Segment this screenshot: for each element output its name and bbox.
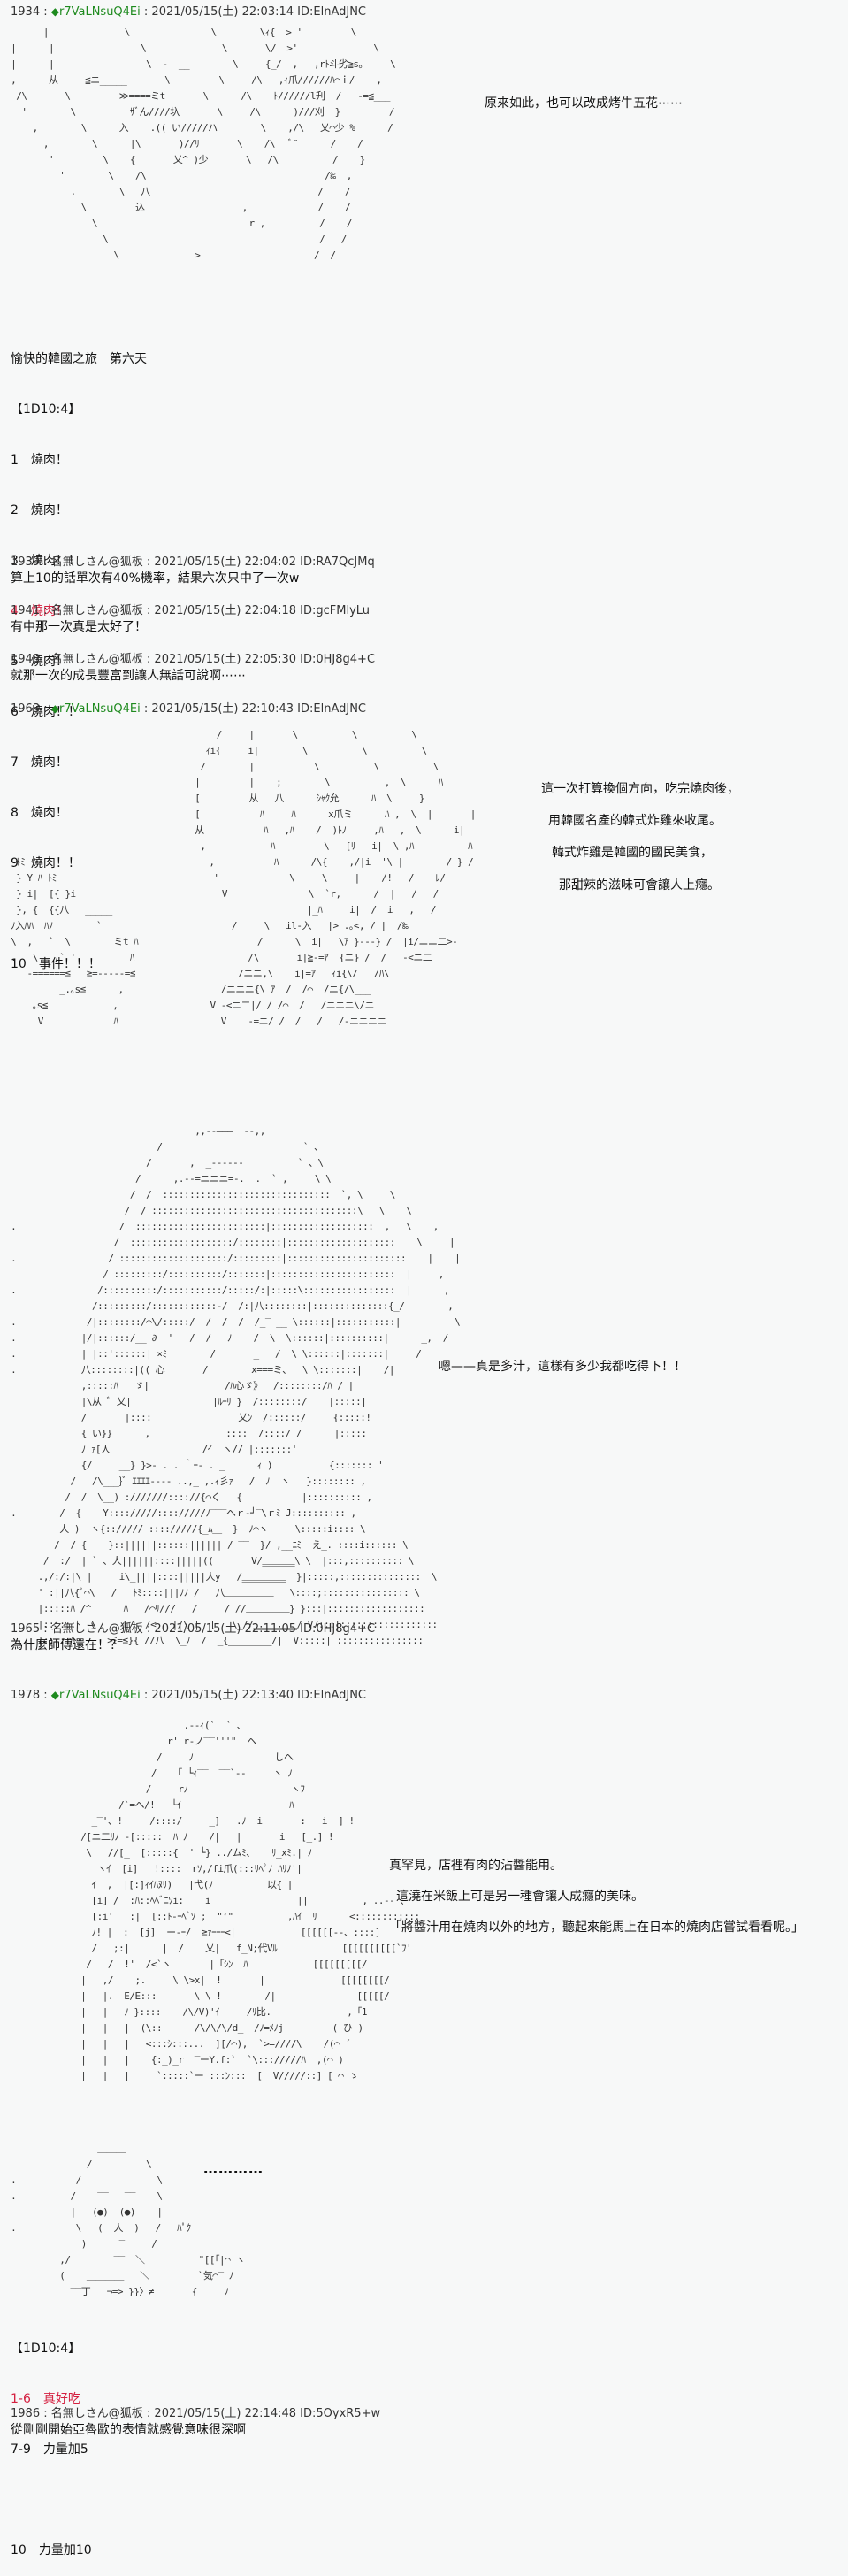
option-8: 8 燒肉！ — [11, 806, 68, 820]
post-number[interactable]: 1934 — [11, 5, 41, 19]
trip-diamond-icon: ◆ — [50, 5, 59, 18]
option-1: 1 燒肉！ — [11, 453, 68, 467]
poster-name: 名無しさん@狐板 — [50, 604, 143, 617]
trip-code: r7VaLNsuQ4Ei — [58, 702, 141, 716]
post-header-1934: 1934 : ◆r7VaLNsuQ4Ei : 2021/05/15(土) 22:… — [11, 5, 366, 19]
post-body-1941: 有中那一次真是太好了！ — [11, 620, 147, 634]
post-header-1963: 1963 : ◆r7VaLNsuQ4Ei : 2021/05/15(土) 22:… — [11, 702, 366, 716]
poster-name: 名無しさん@狐板 — [50, 2407, 143, 2420]
ellipsis-text: ………… — [203, 2160, 264, 2177]
story-title: 愉快的韓國之旅 第六天 — [11, 352, 147, 366]
post-header-1948: 1948 : 名無しさん@狐板 : 2021/05/15(土) 22:05:30… — [11, 653, 376, 666]
poster-name: 名無しさん@狐板 — [50, 653, 143, 666]
dice-roll: 【1D10:4】 — [11, 2342, 81, 2356]
post-datetime: 2021/05/15(土) 22:11:05 — [154, 1622, 297, 1636]
poster-name: 名無しさん@狐板 — [50, 1622, 143, 1636]
dialogue-line: 真罕見，店裡有肉的沾醬能用。 — [389, 1859, 562, 1873]
post-number[interactable]: 1986 — [11, 2407, 41, 2420]
option-6: 6 燒肉！！ — [11, 705, 80, 719]
dialogue-line: 用韓國名產的韓式炸雞來收尾。 — [548, 814, 722, 828]
option-4-selected: 4 燒肉！ — [11, 604, 68, 618]
trip-diamond-icon: ◆ — [50, 1689, 59, 1701]
option-5: 5 燒肉！ — [11, 655, 68, 669]
ascii-art-3: ,,--――― --,, / ` 、 / , _------ ` 、\ / ,.… — [11, 1125, 461, 1646]
option-9: 9 燒肉！！ — [11, 856, 80, 870]
post-body-1965: 為什麼師傅還在！？ — [11, 1638, 122, 1652]
post-id[interactable]: ID:ElnAdJNC — [297, 5, 366, 19]
post-body-1986: 從剛剛開始亞魯歐的表情就感覺意味很深啊 — [11, 2423, 246, 2437]
poster-name: 名無しさん@狐板 — [50, 556, 143, 569]
post-datetime: 2021/05/15(土) 22:10:43 — [151, 702, 294, 716]
dialogue-line: 這澆在米飯上可是另一種會讓人成癮的美味。 — [396, 1890, 644, 1904]
post-id[interactable]: ID:ElnAdJNC — [297, 1689, 366, 1702]
ascii-art-4: .--ｨ(` ` 、 r' r-ノ‾‾'''" ヘ / ﾉ しヘ / 「 └ｨ‾… — [80, 1720, 420, 2082]
post-header-1939: 1939 : 名無しさん@狐板 : 2021/05/15(土) 22:04:02… — [11, 556, 375, 569]
post-id[interactable]: ID:0HJ8g4+C — [300, 653, 376, 666]
dialogue-line: 「將醬汁用在燒肉以外的地方，聽起來能馬上在日本的燒肉店嘗試看看呢。」 — [389, 1920, 804, 1935]
post-number[interactable]: 1948 — [11, 653, 41, 666]
dialogue-line: 韓式炸雞是韓國的國民美食， — [552, 846, 713, 860]
post-id[interactable]: ID:0HJ8g4+C — [300, 1622, 376, 1636]
post-header-1986: 1986 : 名無しさん@狐板 : 2021/05/15(土) 22:14:48… — [11, 2407, 381, 2420]
post-number[interactable]: 1939 — [11, 556, 41, 569]
trip-diamond-icon: ◆ — [50, 702, 59, 715]
option-10: 10 力量加10 — [11, 2543, 92, 2557]
option-7: 7 燒肉！ — [11, 755, 68, 770]
post-id[interactable]: ID:5OyxR5+w — [300, 2407, 381, 2420]
dice-roll: 【1D10:4】 — [11, 402, 81, 417]
post-id[interactable]: ID:ElnAdJNC — [297, 702, 366, 716]
post-datetime: 2021/05/15(土) 22:04:02 — [154, 556, 297, 569]
option-10: 10 事件！！！ — [11, 957, 101, 971]
post-body-1939: 算上10的話單次有40%機率，結果六次只中了一次w — [11, 571, 300, 586]
post-body-1978: 【1D10:4】 1-6 真好吃 7-9 力量加5 10 力量加10 — [11, 2307, 92, 2576]
post-number[interactable]: 1965 — [11, 1622, 41, 1636]
post-datetime: 2021/05/15(土) 22:14:48 — [154, 2407, 297, 2420]
post-id[interactable]: ID:RA7QcJMq — [300, 556, 375, 569]
trip-code: r7VaLNsuQ4Ei — [58, 5, 141, 19]
post-datetime: 2021/05/15(土) 22:03:14 — [151, 5, 294, 19]
option-3: 3 燒肉！！ — [11, 554, 80, 568]
dialogue-line: 原來如此，也可以改成烤牛五花⋯⋯ — [485, 96, 683, 111]
trip-code: r7VaLNsuQ4Ei — [58, 1689, 141, 1702]
option-7-9: 7-9 力量加5 — [11, 2442, 88, 2457]
post-number[interactable]: 1941 — [11, 604, 41, 617]
post-datetime: 2021/05/15(土) 22:13:40 — [151, 1689, 294, 1702]
dialogue-line: 嗯——真是多汁，這樣有多少我都吃得下！！ — [439, 1360, 686, 1374]
post-header-1965: 1965 : 名無しさん@狐板 : 2021/05/15(土) 22:11:05… — [11, 1622, 376, 1636]
option-2: 2 燒肉！ — [11, 503, 68, 518]
post-header-1941: 1941 : 名無しさん@狐板 : 2021/05/15(土) 22:04:18… — [11, 604, 371, 617]
dialogue-line: 那甜辣的滋味可會讓人上癮。 — [559, 878, 720, 893]
post-id[interactable]: ID:gcFMlyLu — [300, 604, 371, 617]
ascii-art-5: ＿＿＿ / \ . / \ . / ‾‾ ‾‾ \ | (●) (●) | . … — [11, 2143, 245, 2297]
post-body-1934: 愉快的韓國之旅 第六天 【1D10:4】 1 燒肉！ 2 燒肉！ 3 燒肉！！ … — [11, 318, 147, 990]
ascii-art-1: | \ \ \ｨ{ > ' \ | | \ \ \/ >' \ | | \ - … — [11, 27, 396, 261]
post-number[interactable]: 1978 — [11, 1689, 41, 1702]
dialogue-line: 這一次打算換個方向，吃完燒肉後， — [541, 782, 739, 796]
post-datetime: 2021/05/15(土) 22:05:30 — [154, 653, 297, 666]
post-datetime: 2021/05/15(土) 22:04:18 — [154, 604, 297, 617]
post-number[interactable]: 1963 — [11, 702, 41, 716]
post-header-1978: 1978 : ◆r7VaLNsuQ4Ei : 2021/05/15(土) 22:… — [11, 1689, 366, 1702]
ascii-art-2: / | \ \ \ ｨi{ i| \ \ \ / | \ \ \ — [11, 729, 476, 1027]
option-1-6-selected: 1-6 真好吃 — [11, 2392, 80, 2406]
post-body-1948: 就那一次的成長豐富到讓人無話可說啊⋯⋯ — [11, 669, 246, 683]
